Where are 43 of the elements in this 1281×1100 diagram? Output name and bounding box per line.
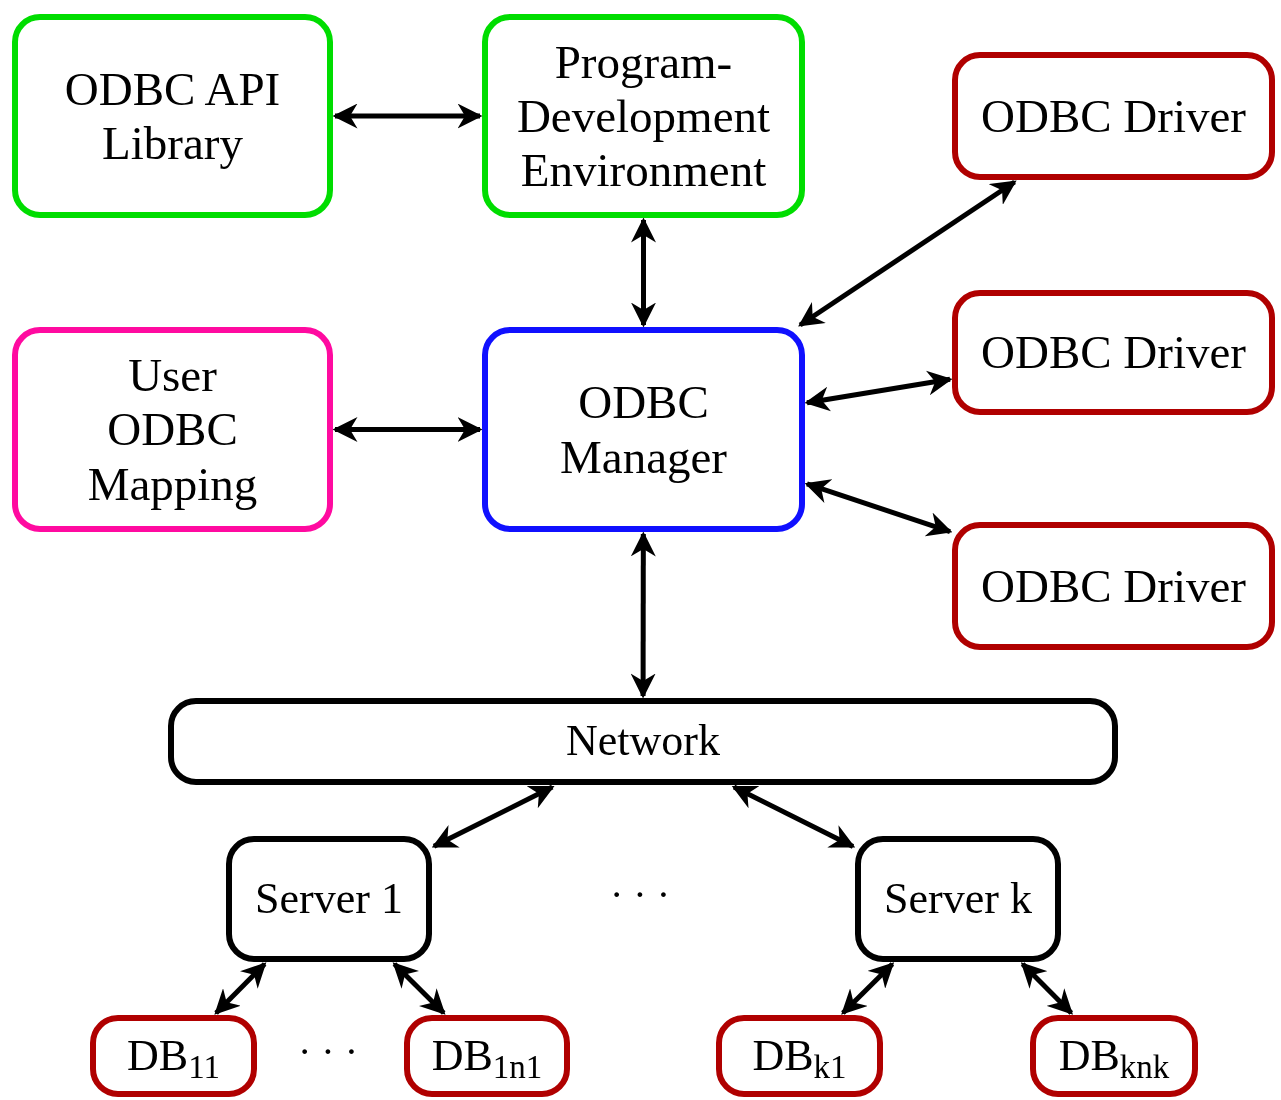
ellipsis-label: · · · xyxy=(298,1028,358,1076)
network-box xyxy=(168,698,1118,785)
box-label: DB$_{k1}$ xyxy=(752,1030,847,1082)
mapping-box xyxy=(12,327,333,532)
network-box xyxy=(855,836,1061,962)
double-arrow xyxy=(332,103,483,129)
double-arrow xyxy=(630,531,656,699)
double-arrow xyxy=(631,217,656,328)
box-label: ODBC Manager xyxy=(559,375,728,484)
box-label: DB$_{knk}$ xyxy=(1058,1030,1170,1082)
box-label: Server k xyxy=(884,873,1032,925)
box-label: Program-Development Environment xyxy=(515,34,772,198)
driver-box xyxy=(952,522,1275,650)
database-box xyxy=(90,1015,257,1097)
double-arrow xyxy=(431,784,555,849)
box-label: ODBC Driver xyxy=(981,88,1246,143)
double-arrow xyxy=(392,962,446,1015)
double-arrow xyxy=(798,179,1017,328)
box-label: Server 1 xyxy=(255,873,403,925)
double-arrow xyxy=(804,370,953,412)
box-label: ODBC Driver xyxy=(981,558,1246,613)
database-box xyxy=(404,1015,570,1097)
ellipsis-label: · · · xyxy=(610,871,670,919)
database-box xyxy=(716,1015,883,1097)
database-box xyxy=(1030,1015,1198,1097)
box-label: Network xyxy=(566,716,720,767)
double-arrow xyxy=(841,962,895,1015)
double-arrow xyxy=(804,479,953,537)
box-label: User ODBC Mapping xyxy=(86,348,259,511)
double-arrow xyxy=(731,784,856,849)
double-arrow xyxy=(214,962,267,1015)
double-arrow xyxy=(332,417,483,442)
component-box xyxy=(12,14,333,218)
component-box xyxy=(482,14,805,218)
driver-box xyxy=(952,290,1275,415)
box-label: ODBC API Library xyxy=(63,61,282,171)
network-box xyxy=(226,836,432,962)
box-label: DB$_{11}$ xyxy=(127,1030,220,1082)
box-label: ODBC Driver xyxy=(981,325,1246,380)
box-label: DB$_{1n1}$ xyxy=(431,1030,543,1082)
driver-box xyxy=(952,52,1275,180)
manager-box xyxy=(482,327,805,532)
double-arrow xyxy=(1020,962,1074,1015)
